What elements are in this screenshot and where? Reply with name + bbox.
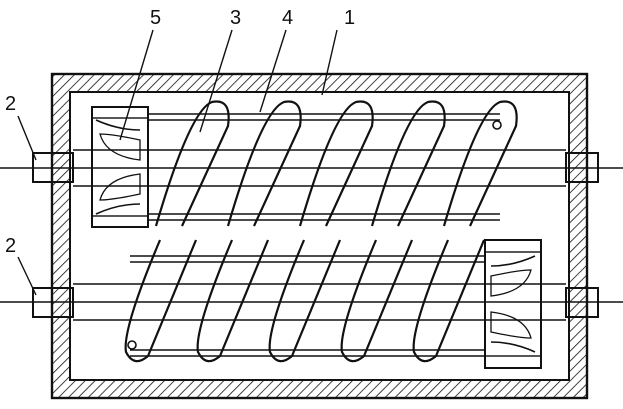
callout-spiral-blade: 3 [230, 7, 241, 29]
callout-rod: 4 [282, 7, 293, 29]
leader-lines [17, 29, 338, 296]
callout-housing: 1 [344, 7, 355, 29]
bottom-screw [124, 239, 542, 369]
top-screw [91, 100, 518, 228]
bottom-shaft [0, 283, 623, 321]
housing-frame [50, 72, 589, 400]
callout-end-cap: 5 [150, 7, 161, 29]
callout-shaft-top: 2 [5, 93, 16, 115]
top-shaft [0, 149, 623, 187]
callout-shaft-bottom: 2 [5, 235, 16, 257]
